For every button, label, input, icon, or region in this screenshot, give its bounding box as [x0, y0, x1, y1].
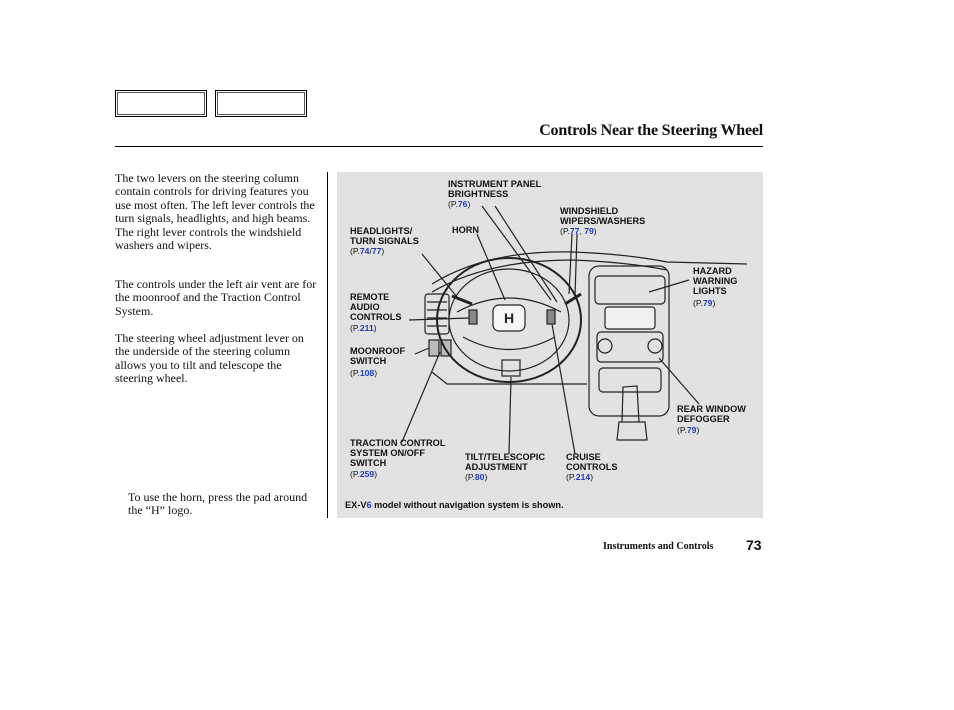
ref-prefix: (P. [350, 323, 360, 333]
ref-page[interactable]: 211 [359, 323, 374, 333]
ref-page[interactable]: 74 [359, 246, 370, 256]
ref-suffix: ) [381, 246, 385, 256]
ref-page[interactable]: 77 [569, 226, 580, 236]
steering-wheel-figure: H INSTRUMENT PANEL BRIGHTNESS (P. [337, 172, 763, 518]
ref-prefix: (P. [693, 298, 703, 308]
ref-page[interactable]: 80 [474, 472, 485, 482]
ref-page[interactable]: 259 [359, 469, 375, 479]
ref-suffix: ) [593, 226, 597, 236]
caption-model-number: 6 [366, 500, 372, 510]
ref-prefix: (P. [350, 469, 360, 479]
ref-prefix: (P. [677, 425, 687, 435]
ref-suffix: ) [696, 425, 700, 435]
nav-button-left[interactable] [115, 90, 207, 117]
ref-cruise: (P.214) [566, 472, 593, 482]
ref-page[interactable]: 79 [584, 226, 594, 236]
label-tilt: TILT/TELESCOPIC ADJUSTMENT [465, 452, 545, 472]
ref-page[interactable]: 76 [457, 199, 468, 209]
label-instrument-panel: INSTRUMENT PANEL BRIGHTNESS [448, 179, 542, 199]
label-headlights: HEADLIGHTS/ TURN SIGNALS [350, 226, 419, 246]
page-title: Controls Near the Steering Wheel [539, 122, 763, 139]
ref-headlights: (P.74/77) [350, 246, 384, 256]
paragraph-adjustment: The steering wheel adjustment lever on t… [115, 331, 304, 386]
ref-instrument-panel: (P.76) [448, 199, 470, 209]
ref-page[interactable]: 214 [575, 472, 591, 482]
title-rule [115, 146, 763, 147]
dashboard-illustration: H [401, 205, 748, 455]
figure-caption: EX-V6 model without navigation system is… [345, 500, 564, 510]
ref-traction: (P.259) [350, 469, 377, 479]
label-traction: TRACTION CONTROL SYSTEM ON/OFF SWITCH [350, 438, 446, 468]
caption-prefix: EX-V [345, 500, 367, 510]
ref-defogger: (P.79) [677, 425, 699, 435]
ref-wipers: (P.77, 79) [560, 226, 597, 236]
label-defogger: REAR WINDOW DEFOGGER [677, 404, 746, 424]
ref-page[interactable]: 77 [371, 246, 382, 256]
nav-button-right[interactable] [215, 90, 307, 117]
ref-sep: , [579, 226, 585, 236]
page-number: 73 [746, 537, 762, 553]
ref-suffix: ) [484, 472, 488, 482]
ref-page[interactable]: 108 [359, 368, 375, 378]
ref-page[interactable]: 79 [702, 298, 713, 308]
label-hazard: HAZARD WARNING LIGHTS [693, 266, 738, 296]
ref-prefix: (P. [350, 368, 360, 378]
column-divider [327, 172, 328, 518]
ref-suffix: ) [374, 469, 378, 479]
ref-prefix: (P. [350, 246, 360, 256]
ref-prefix: (P. [560, 226, 570, 236]
paragraph-horn: To use the horn, press the pad around th… [128, 490, 308, 518]
ref-suffix: ) [373, 323, 377, 333]
label-horn: HORN [452, 225, 480, 235]
ref-page[interactable]: 79 [686, 425, 697, 435]
paragraph-air-vent: The controls under the left air vent are… [115, 277, 317, 318]
footer-section-name: Instruments and Controls [603, 541, 714, 552]
ref-sep: / [369, 246, 372, 256]
label-wipers: WINDSHIELD WIPERS/WASHERS [560, 206, 646, 226]
label-moonroof: MOONROOF SWITCH [350, 346, 406, 366]
ref-tilt: (P.80) [465, 472, 487, 482]
ref-moonroof: (P.108) [350, 368, 377, 378]
ref-prefix: (P. [465, 472, 475, 482]
ref-suffix: ) [590, 472, 594, 482]
paragraph-levers: The two levers on the steering column co… [115, 171, 315, 253]
ref-suffix: ) [374, 368, 378, 378]
ref-prefix: (P. [448, 199, 458, 209]
ref-remote-audio: (P.211) [350, 323, 377, 333]
svg-text:H: H [504, 310, 514, 326]
label-cruise: CRUISE CONTROLS [566, 452, 618, 472]
ref-prefix: (P. [566, 472, 576, 482]
caption-text: model without navigation system is shown… [371, 500, 564, 510]
ref-hazard: (P.79) [693, 298, 715, 308]
label-remote-audio: REMOTE AUDIO CONTROLS [350, 292, 402, 322]
ref-suffix: ) [467, 199, 471, 209]
ref-suffix: ) [712, 298, 716, 308]
